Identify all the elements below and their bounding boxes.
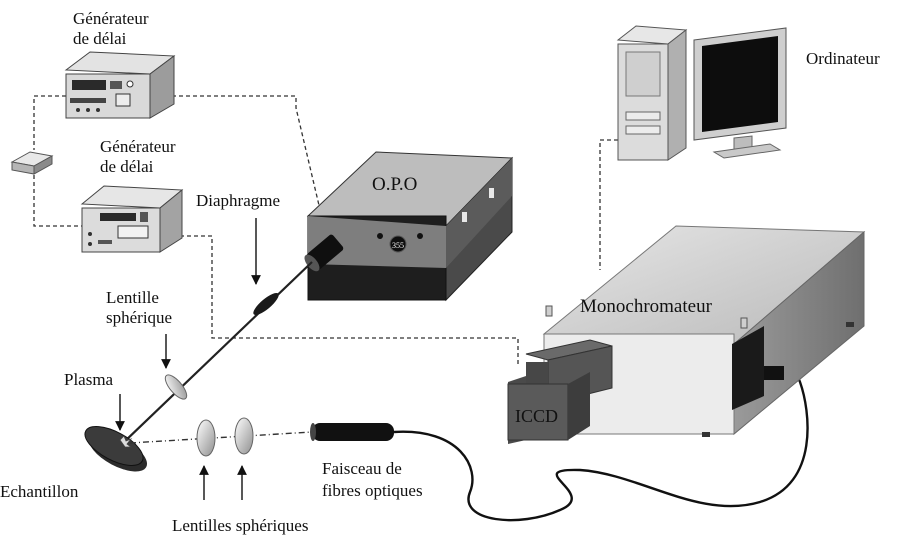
monochromator xyxy=(542,225,866,437)
label-arrows xyxy=(115,218,261,500)
label-iccd: ICCD xyxy=(515,406,558,426)
cable-gen1-to-box xyxy=(33,95,66,150)
label-computer: Ordinateur xyxy=(806,49,880,68)
delay-generator-1 xyxy=(64,51,176,119)
lens-single xyxy=(164,374,188,400)
opo-laser: 355 xyxy=(304,151,514,302)
lens-pair xyxy=(196,417,254,457)
diaphragm xyxy=(253,293,279,315)
laser-beam xyxy=(121,261,313,445)
delay-generator-2 xyxy=(80,185,184,253)
label-lens-single-line1: Lentille xyxy=(106,288,159,307)
opo-knob-text: 355 xyxy=(392,241,404,250)
label-diaphragm: Diaphragme xyxy=(196,191,280,210)
label-lenses: Lentilles sphériques xyxy=(172,516,308,535)
sample-disc xyxy=(84,426,148,472)
label-opo: O.P.O xyxy=(372,174,417,195)
label-delay-gen-2-line2: de délai xyxy=(100,157,154,176)
lens-a xyxy=(196,419,216,457)
cable-gen2-to-iccd xyxy=(180,235,519,365)
cable-computer-to-mono xyxy=(599,139,618,270)
cable-box-to-gen2 xyxy=(33,175,82,227)
label-fiber-line2: fibres optiques xyxy=(322,481,423,500)
junction-box xyxy=(10,151,54,175)
computer xyxy=(616,25,787,161)
fiber-bundle xyxy=(310,370,809,522)
label-delay-gen-1-line2: de délai xyxy=(73,29,127,48)
collection-beam xyxy=(129,431,313,444)
plasma xyxy=(119,435,133,448)
dashed-cables xyxy=(33,95,618,365)
label-monochromator: Monochromateur xyxy=(580,296,713,317)
label-fiber-line1: Faisceau de xyxy=(322,459,402,478)
label-delay-gen-2-line1: Générateur xyxy=(100,137,176,156)
iccd-camera xyxy=(507,339,613,444)
lens-b xyxy=(234,417,254,455)
label-plasma: Plasma xyxy=(64,370,114,389)
cable-gen1-to-opo xyxy=(172,95,323,219)
label-delay-gen-1-line1: Générateur xyxy=(73,9,149,28)
label-sample: Echantillon xyxy=(0,482,79,501)
fiber-cable xyxy=(393,370,809,522)
label-lens-single-line2: sphérique xyxy=(106,308,172,327)
